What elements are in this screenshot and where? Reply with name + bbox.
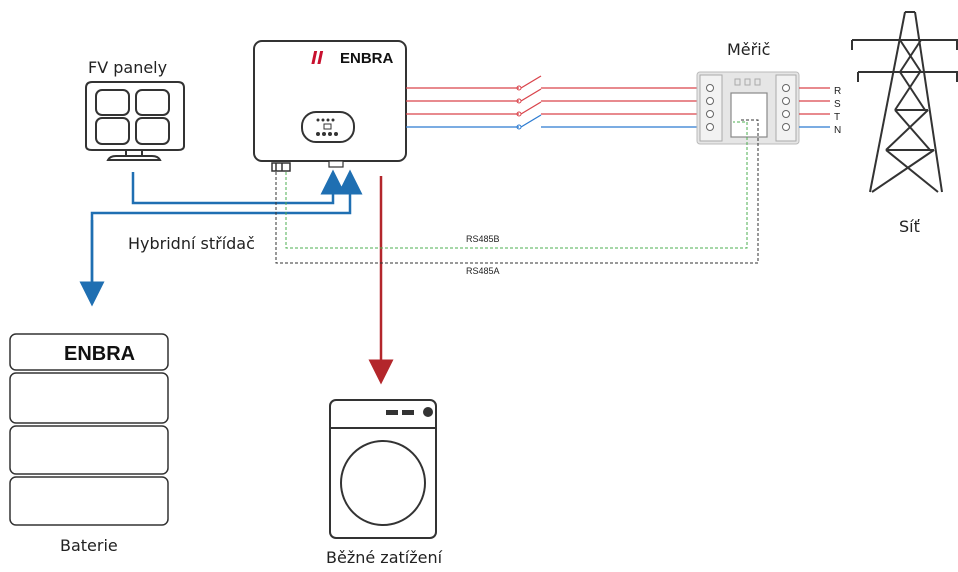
inverter-icon: ENBRA (253, 40, 407, 172)
inverter-label: Hybridní střídač (128, 234, 255, 253)
load-label: Běžné zatížení (326, 548, 443, 567)
meter-label: Měřič (727, 40, 771, 59)
grid-label: Síť (899, 217, 920, 236)
svg-text:ENBRA: ENBRA (340, 50, 394, 67)
phase-t-label: T (834, 112, 840, 123)
phase-s-label: S (834, 99, 841, 110)
pv-panels-label: FV panely (88, 58, 168, 77)
svg-text:ENBRA: ENBRA (64, 343, 135, 365)
grid-phase-lines: R S T N (799, 86, 841, 136)
rs485-lines: RS485B RS485A (275, 119, 759, 276)
phase-r-label: R (834, 86, 841, 97)
phase-n-label: N (834, 125, 841, 136)
rs485a-label: RS485A (466, 266, 500, 276)
washing-machine-icon (329, 399, 437, 539)
inverter-logo: ENBRA (311, 50, 394, 67)
battery-logo: ENBRA (64, 343, 135, 365)
dc-flows (79, 169, 363, 307)
rs485b-label: RS485B (466, 234, 500, 244)
meter-icon (696, 71, 800, 145)
battery-label: Baterie (60, 536, 118, 555)
pv-panel-icon (85, 81, 185, 161)
power-tower-icon (851, 11, 958, 193)
phase-lines (406, 75, 700, 130)
battery-stack-icon: ENBRA (9, 333, 169, 526)
